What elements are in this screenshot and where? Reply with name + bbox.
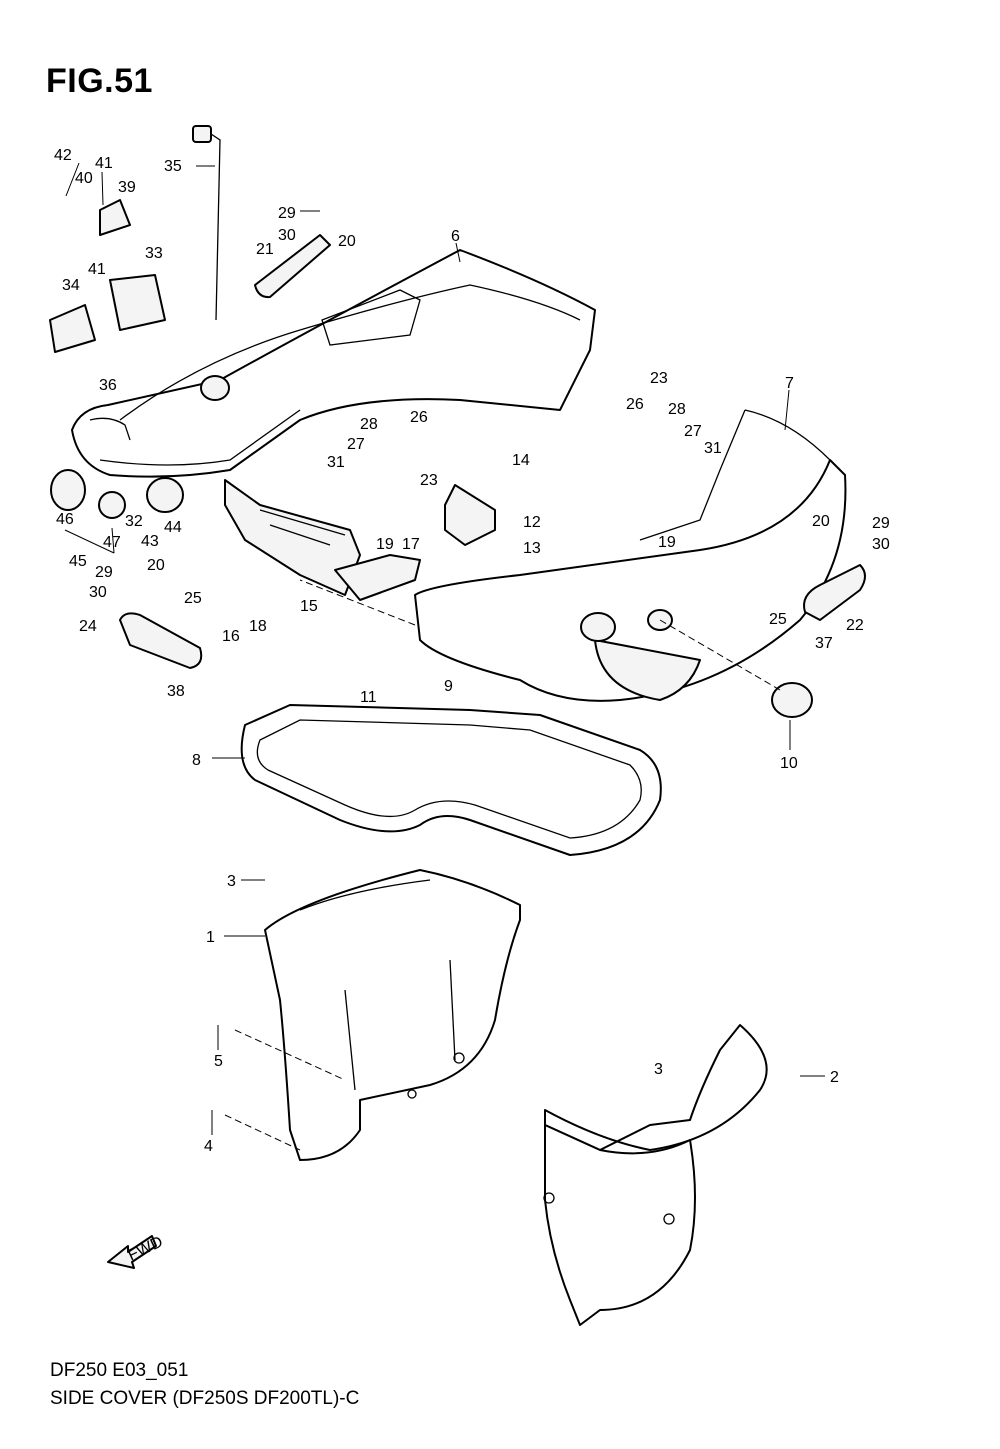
callout-label: 23 [420, 472, 438, 489]
callout-label: 41 [95, 155, 113, 172]
callout-label: 3 [227, 873, 236, 890]
callout-label: 21 [256, 241, 274, 258]
callout-label: 20 [338, 233, 356, 250]
callout-label: 14 [512, 452, 530, 469]
callout-label: 1 [206, 929, 215, 946]
callout-label: 30 [278, 227, 296, 244]
leader-lines [64, 162, 825, 1151]
callout-label: 29 [872, 515, 890, 532]
callout-label: 26 [410, 409, 428, 426]
callout-label: 39 [118, 179, 136, 196]
callout-label: 42 [54, 147, 72, 164]
callout-label: 31 [327, 454, 345, 471]
part-22-handle [803, 564, 866, 621]
part-10-plug-cap [771, 682, 813, 718]
figure-title: FIG.51 [46, 62, 153, 100]
callout-label: 45 [69, 553, 87, 570]
callout-label: 28 [668, 401, 686, 418]
callout-label: 11 [360, 689, 377, 706]
callout-label: 20 [812, 513, 830, 530]
callout-label: 38 [167, 683, 185, 700]
callout-label: 35 [164, 158, 182, 175]
callout-label: 46 [56, 511, 74, 528]
callout-label: 9 [444, 678, 453, 695]
callout-label: 27 [347, 436, 365, 453]
callout-label: 30 [872, 536, 890, 553]
callout-label: 2 [830, 1069, 839, 1086]
callout-label: 13 [523, 540, 541, 557]
part-47-cap [98, 491, 126, 519]
fwd-label: FWD [125, 1234, 165, 1265]
callout-label: 5 [214, 1053, 223, 1070]
callout-label: 23 [650, 370, 668, 387]
callout-label: 20 [147, 557, 165, 574]
fwd-arrow-icon: FWD [107, 1234, 166, 1269]
callout-label: 18 [249, 618, 267, 635]
callout-label: 19 [376, 536, 394, 553]
callout-label: 15 [300, 598, 318, 615]
callout-label: 29 [278, 205, 296, 222]
callout-label: 34 [62, 277, 80, 294]
callout-label: 40 [75, 170, 93, 187]
callout-label: 4 [204, 1138, 213, 1155]
callout-label: 47 [103, 534, 121, 551]
part-24-handle [119, 612, 203, 669]
callout-label: 41 [88, 261, 106, 278]
callout-label: 10 [780, 755, 798, 772]
part-12-bracket [444, 484, 496, 546]
callout-label: 7 [785, 375, 794, 392]
part-7-upper-cover-starboard [414, 409, 847, 702]
callout-label: 30 [89, 584, 107, 601]
callout-label: 12 [523, 514, 541, 531]
callout-label: 3 [654, 1061, 663, 1078]
callout-label: 17 [402, 536, 420, 553]
callout-label: 16 [222, 628, 240, 645]
callout-label: 8 [192, 752, 201, 769]
part-6-upper-cover-port [71, 249, 596, 601]
part-1-lower-cover-left [264, 869, 521, 1161]
callout-label: 24 [79, 618, 97, 635]
callout-label: 25 [184, 590, 202, 607]
part-8-seal [240, 704, 662, 856]
callout-label: 28 [360, 416, 378, 433]
callout-label: 6 [451, 228, 460, 245]
part-32-knob [146, 477, 184, 513]
footer-title: SIDE COVER (DF250S DF200TL)-C [50, 1388, 360, 1409]
callout-label: 33 [145, 245, 163, 262]
part-21-hook [254, 234, 331, 299]
part-2-lower-cover-right [543, 1024, 768, 1326]
callout-label: 19 [658, 534, 676, 551]
callout-label: 37 [815, 635, 833, 652]
callout-label: 25 [769, 611, 787, 628]
part-46-grommet [50, 469, 86, 511]
footer-code: DF250 E03_051 [50, 1360, 189, 1381]
callout-label: 29 [95, 564, 113, 581]
callout-label: 36 [99, 377, 117, 394]
callout-label: 44 [164, 519, 182, 536]
callout-label: 32 [125, 513, 143, 530]
callout-label: 31 [704, 440, 722, 457]
callout-labels: 1 2 3 3 4 5 6 7 8 9 10 11 12 13 14 15 16… [54, 147, 890, 1155]
callout-label: 43 [141, 533, 159, 550]
part-34-latch-cover [49, 304, 96, 353]
callout-label: 22 [846, 617, 864, 634]
callout-label: 27 [684, 423, 702, 440]
part-33-bracket [99, 199, 166, 331]
part-35-strap [192, 125, 221, 321]
callout-label: 26 [626, 396, 644, 413]
